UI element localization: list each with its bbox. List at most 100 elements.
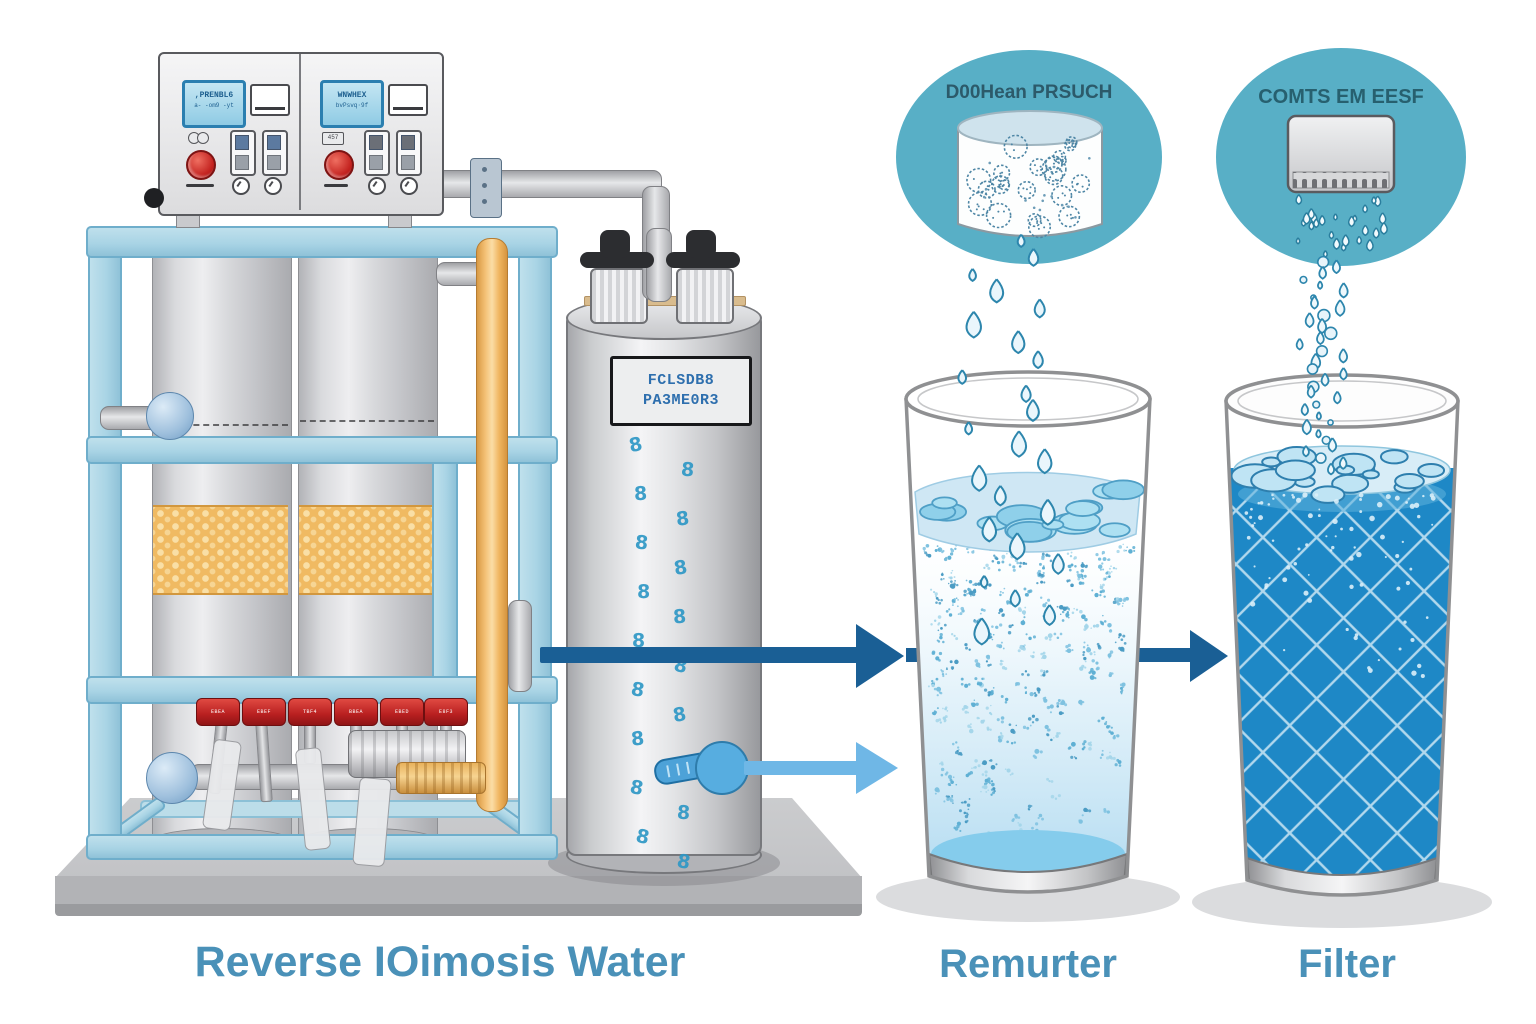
label-ro-machine: Reverse IOimosis Water [194, 938, 686, 986]
droplet-icon [957, 369, 968, 385]
emergency-stop-button[interactable] [186, 150, 216, 180]
arrow-light-head [856, 742, 898, 794]
droplet-icon [1316, 331, 1325, 346]
pipe-ball-joint-lower [146, 752, 198, 804]
tank-label-plate: FCLSDB8 PA3ME0R3 [610, 356, 752, 426]
pipe-ball-joint-upper [146, 392, 194, 440]
panel-switch[interactable] [262, 130, 288, 176]
tank-droplet-glyph: 8 [633, 531, 649, 555]
glass-shadow [876, 872, 1180, 922]
valve-handle-6: E8F3 [424, 698, 468, 726]
media-band-left [153, 505, 288, 595]
arrow-dark-head [856, 624, 904, 688]
surface-bubble-icon [1393, 481, 1417, 494]
surface-bubble-icon [1353, 463, 1376, 476]
droplet-icon [1338, 348, 1348, 364]
panel-dial[interactable] [232, 177, 250, 195]
contaminant-speckles [922, 542, 1136, 842]
droplet-icon [1306, 384, 1316, 399]
droplet-icon [1334, 299, 1346, 317]
bubble-icon [1312, 400, 1321, 409]
panel-indicator-icon [197, 132, 209, 144]
water-pool [931, 830, 1125, 878]
surface-bubble-icon [1331, 452, 1376, 476]
surface-bubble-icon [1261, 456, 1282, 468]
droplet-icon [1008, 532, 1026, 561]
tank-fitting-cap-right [666, 252, 740, 268]
panel-screen-left: ,PRENBL6 a- -om9 -yt [182, 80, 246, 128]
emergency-stop-button[interactable] [324, 150, 354, 180]
frame-back-bar [140, 800, 524, 818]
foam-bubble-icon [1050, 512, 1099, 535]
tank-label-line1: FCLSDB8 [647, 372, 715, 389]
foam-bubble-icon [919, 503, 957, 521]
droplet-icon [1042, 604, 1057, 626]
foam-bubble-icon [1101, 479, 1145, 501]
valve-handle-4: BBEA [334, 698, 378, 726]
panel-switch[interactable] [230, 130, 256, 176]
surface-bubble-icon [1310, 485, 1346, 504]
droplet-icon [979, 575, 989, 589]
valve-handle-1: EBEA [196, 698, 240, 726]
panel-switch[interactable] [364, 130, 390, 176]
foam-bubble-icon [1004, 517, 1057, 543]
droplet-icon [973, 617, 991, 646]
droplet-icon [1010, 430, 1028, 458]
panel-screen-right-text: WNWHEX [337, 91, 367, 100]
frame-post-right [518, 226, 552, 858]
bubble-icon [1299, 275, 1308, 284]
glass-outline [904, 397, 1152, 894]
droplet-icon [1338, 456, 1348, 470]
foam-bubble-icon [1069, 499, 1104, 516]
valve-handle-5: EBED [380, 698, 424, 726]
brass-fitting [396, 762, 486, 794]
droplet-icon [971, 464, 988, 492]
foam-bubble-icon [926, 502, 968, 522]
tank-droplet-glyph: 8 [674, 506, 691, 531]
surface-bubble-icon [1361, 469, 1380, 480]
droplet-icon [1338, 282, 1349, 299]
droplet-icon [1333, 390, 1342, 405]
glass-body [906, 398, 1150, 892]
label-glass-filter: Filter [1298, 942, 1396, 986]
panel-dial[interactable] [368, 177, 386, 195]
droplet-icon [1317, 318, 1328, 335]
droplet-icon [1320, 372, 1330, 387]
glass-rim [1224, 373, 1460, 429]
panel-dial[interactable] [264, 177, 282, 195]
droplet-icon [1301, 418, 1312, 436]
droplet-icon [1339, 367, 1348, 381]
foam-bubble-icon [1006, 520, 1053, 543]
tank-droplet-glyph: 8 [636, 580, 650, 604]
droplet-icon [1300, 403, 1309, 417]
tank-droplet-glyph: 8 [633, 482, 648, 506]
bubble-icon [1310, 294, 1317, 302]
droplet-icon [1315, 428, 1322, 439]
droplet-icon [1032, 350, 1044, 370]
panel-marking [324, 184, 348, 187]
foam-bubbles [919, 479, 1145, 543]
glass-outline [1224, 399, 1460, 897]
surface-bubble-icon [1417, 463, 1446, 478]
callout-filter-circle [1216, 48, 1466, 266]
tank-droplet-glyph: 8 [679, 457, 695, 482]
valve-handle-2: EBEF [242, 698, 286, 726]
water-bubbles [1244, 492, 1436, 679]
media-band-right [299, 505, 434, 595]
droplet-icon [1304, 312, 1315, 329]
panel-divider [299, 54, 301, 210]
callout-filter-title: COMTS EM EESF [1258, 86, 1424, 108]
droplet-icon [989, 278, 1005, 304]
frame-post-inner [432, 446, 458, 716]
tank-fitting-knob-left [600, 230, 630, 258]
callout-contaminants-title: D00Hean PRSUCH [945, 82, 1113, 103]
pipe-panel-to-tank-horizontal [434, 170, 662, 198]
panel-switch[interactable] [396, 130, 422, 176]
panel-meter-right [388, 84, 428, 116]
tank-droplet-glyph: 8 [631, 629, 646, 653]
panel-dial[interactable] [400, 177, 418, 195]
foam-bubble-icon [931, 496, 958, 510]
frame-post-left [88, 226, 122, 858]
glass-base [927, 852, 1129, 892]
